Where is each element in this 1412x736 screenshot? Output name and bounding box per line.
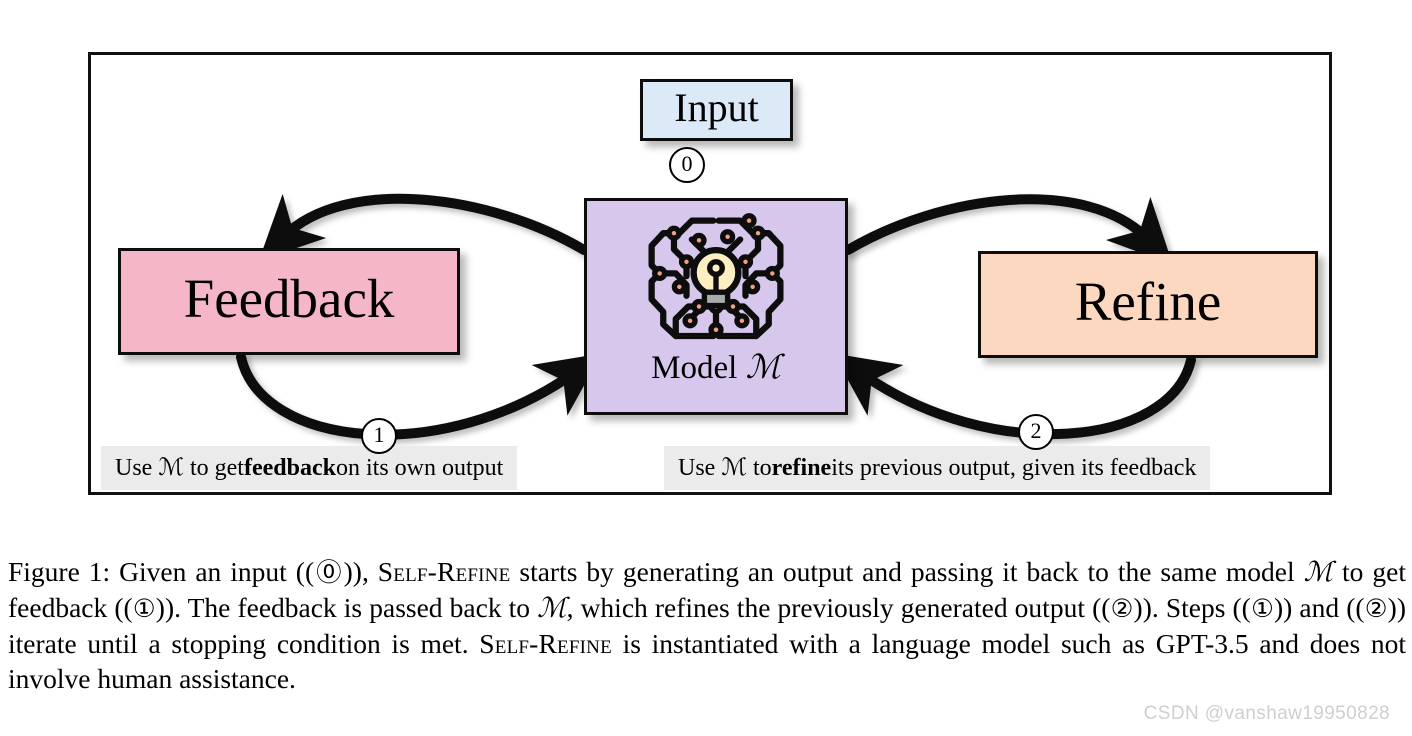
caption-seg-3: starts by generating an output and passi… [510, 555, 1304, 587]
brain-circuit-lightbulb-icon [648, 213, 784, 340]
caption-selfrefine-1: Self-Refine [377, 555, 511, 587]
caption-seg-10: is instantiated with a language model su… [8, 627, 1407, 694]
caption-seg-8: )) and (( [1273, 591, 1365, 623]
node-feedback[interactable]: Feedback [118, 248, 460, 355]
watermark: CSDN @vanshaw19950828 [1143, 703, 1390, 724]
caption-seg-6: , which refines the previously generated… [566, 591, 1111, 623]
node-input[interactable]: Input [640, 79, 793, 141]
arrow-model-to-feedback [258, 193, 589, 261]
caption-selfrefine-2: Self-Refine [479, 627, 612, 659]
step-badge-2: 2 [1018, 414, 1054, 450]
node-refine-label: Refine [1074, 271, 1222, 332]
caption-seg-5: )). The feedback is passed back to [155, 591, 538, 623]
node-model-label: Model ℳ [651, 350, 781, 385]
chip-feedback-before: Use ℳ to get [115, 455, 244, 481]
step-badge-0-label: 0 [681, 151, 693, 176]
caption-symbol-m-2: ℳ [537, 591, 567, 624]
caption-seg-4: to get feedback (( [8, 555, 1406, 623]
chip-refine-bold: refine [771, 455, 832, 481]
figure-frame: Input Feedback Refine [88, 52, 1332, 495]
step-badge-0: 0 [669, 147, 705, 183]
figure-caption: Figure 1: Given an input ((⓪)), Self-Ref… [8, 554, 1406, 696]
node-input-label: Input [674, 85, 759, 130]
caption-seg-1: Figure 1: Given an input (( [8, 555, 315, 587]
caption-circle-1b: ① [1250, 593, 1274, 623]
caption-circle-0: ⓪ [314, 557, 344, 587]
chip-refine: Use ℳ to refine its previous output, giv… [664, 446, 1211, 490]
chip-refine-after: its previous output, given its feedback [831, 455, 1197, 481]
node-feedback-label: Feedback [183, 268, 395, 329]
chip-feedback-after: on its own output [335, 455, 504, 481]
model-label-symbol: ℳ [745, 347, 781, 386]
step-badge-1-label: 1 [373, 422, 385, 447]
arrow-feedback-to-model [236, 352, 602, 440]
caption-symbol-m-1: ℳ [1303, 555, 1334, 588]
chip-feedback-bold: feedback [243, 455, 336, 481]
caption-circle-2a: ② [1110, 593, 1134, 623]
model-label-prefix: Model [651, 350, 746, 386]
node-model[interactable]: Model ℳ [584, 198, 848, 415]
caption-circle-2b: ② [1364, 593, 1388, 623]
node-refine[interactable]: Refine [978, 251, 1318, 358]
chip-feedback: Use ℳ to get feedback on its own output [101, 446, 518, 490]
step-badge-1: 1 [361, 418, 397, 454]
chip-refine-before: Use ℳ to [678, 455, 772, 481]
lightbulb-icon [690, 247, 742, 309]
arrow-model-to-refine [843, 194, 1173, 265]
caption-circle-1a: ① [132, 593, 156, 623]
step-badge-2-label: 2 [1030, 418, 1042, 443]
caption-seg-2: )), [343, 555, 378, 587]
caption-seg-9: )) iterate until a stopping condition is… [8, 591, 1406, 659]
caption-seg-7: )). Steps (( [1133, 591, 1251, 623]
